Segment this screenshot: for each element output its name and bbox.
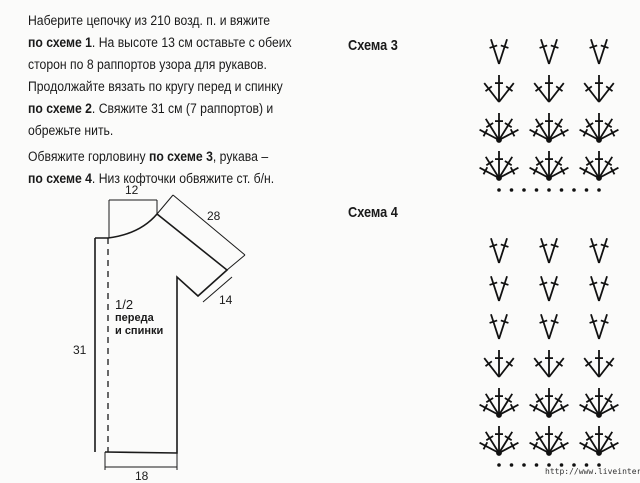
scheme4-stitch-v3 [533,350,565,378]
scheme3-chain-dot [497,188,501,192]
watermark: http://www.liveinternet [545,467,640,476]
scheme-reference: по схеме 2 [28,101,92,117]
scheme3-chain-dot [584,188,589,192]
scheme4-stitch-v2 [489,275,509,302]
scheme4-chain-dot [497,463,501,467]
scheme4-stitch-fan5 [479,388,519,418]
instruction-line: по схеме 2. Свяжите 31 см (7 раппортов) … [28,101,274,117]
scheme3-stitch-fan5 [579,151,619,181]
scheme4-stitch-v2 [589,275,609,302]
scheme4-chain-dot [547,463,551,467]
body-outline [95,212,229,454]
scheme3-stitch-v2 [539,38,559,65]
scheme4-stitch-fan5 [479,426,519,456]
scheme3-stitch-v2 [489,38,509,65]
scheme4-stitch-fan5 [529,426,569,456]
scheme4-stitch-v2 [539,275,559,302]
scheme4-stitch-fan5 [579,388,619,418]
dim-bottom: 18 [135,469,149,483]
scheme4-stitch-v2 [539,313,559,340]
scheme4-stitch-fan5 [529,388,569,418]
instruction-line: Обвяжите горловину по схеме 3, рукава – [28,149,269,165]
label-front: переда [115,312,154,324]
scheme3-chain-dot [597,188,601,192]
instructions-paragraph-1: Наберите цепочку из 210 возд. п. и вяжит… [28,10,292,142]
dim-neck: 12 [125,183,139,197]
scheme3-chain-dot [509,188,514,192]
scheme4-chain-dot [522,463,526,467]
scheme4-chain-dot [572,463,576,467]
scheme4-stitch-v2 [539,237,559,264]
scheme4-stitch-v3 [483,350,515,378]
instruction-line: Наберите цепочку из 210 возд. п. и вяжит… [28,13,271,29]
scheme3-title: Схема 3 [348,37,398,54]
scheme-reference: по схеме 3 [148,149,213,165]
dimension-lines [104,194,246,470]
scheme-reference: по схеме 1 [28,35,92,51]
scheme3-stitch-v3 [483,75,515,103]
scheme3-chain-dot [534,188,539,192]
scheme3-stitch-v3 [533,75,565,103]
instruction-line: Продолжайте вязать по кругу перед и спин… [28,79,283,95]
scheme3-stitch-fan5 [479,151,519,181]
scheme4-stitch-v2 [589,313,609,340]
scheme3-chain-dot [547,188,551,192]
scheme4-stitch-v2 [489,237,509,264]
scheme4-chain-dot [534,463,539,467]
scheme3-stitch-fan5 [579,113,619,143]
scheme3-chain-dot [572,188,576,192]
scheme3-chain-dot [522,188,526,192]
scheme4-chain-dot [597,463,601,467]
label-back: и спинки [115,325,164,337]
scheme3-stitch-fan5 [529,113,569,143]
scheme3-stitch-v3 [583,75,615,103]
scheme4-stitch-v3 [583,350,615,378]
scheme-reference: по схеме 4 [28,171,92,187]
instructions-text: Наберите цепочку из 210 возд. п. и вяжит… [28,10,292,190]
scheme4-stitch-v2 [489,313,509,340]
scheme4-chain-dot [584,463,589,467]
dim-height: 31 [73,343,87,357]
scheme4-stitch-v2 [589,237,609,264]
scheme4-chain-dot [509,463,514,467]
instruction-line: по схеме 1. На высоте 13 см оставьте с о… [28,35,292,51]
instruction-line: по схеме 4. Низ кофточки обвяжите ст. б/… [28,171,275,187]
scheme4-stitch-fan5 [579,426,619,456]
scheme3-chain-dot [559,188,564,192]
scheme4-title: Схема 4 [348,204,398,221]
dim-sleeve: 28 [207,209,221,223]
instruction-line: сторон по 8 раппортов узора для рукавов. [28,57,267,73]
scheme3-stitch-fan5 [529,151,569,181]
scheme3-stitch-fan5 [479,113,519,143]
dim-cuff: 14 [219,293,233,307]
label-fraction: 1/2 [115,297,134,312]
instructions-paragraph-2: Обвяжите горловину по схеме 3, рукава –п… [28,146,292,190]
scheme3-stitch-v2 [589,38,609,65]
scheme4-chain-dot [559,463,564,467]
instruction-line: обрежьте нить. [28,123,114,139]
